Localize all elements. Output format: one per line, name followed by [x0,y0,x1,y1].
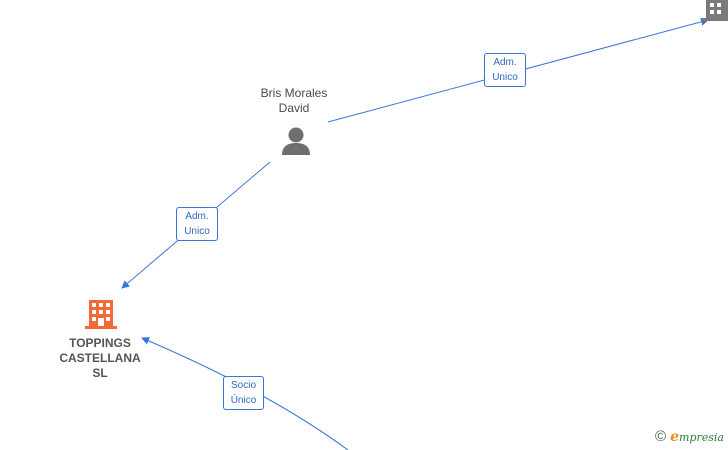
building-icon[interactable] [702,0,728,21]
edge-label-adm-unico-top: Adm. Unico [484,53,526,87]
edge-label-adm-unico-left: Adm. Unico [176,207,218,241]
person-name-line2: David [278,101,310,115]
edge-label-line2: Unico [492,72,518,83]
company-name[interactable]: TOPPINGS CASTELLANA SL [50,336,150,381]
copyright-icon: © [655,428,667,445]
edge-label-line2: Único [230,395,257,406]
company-name-line3: SL [92,366,108,380]
edge-label-line1: Socio [230,380,256,391]
empresia-credit: © empresia [655,428,724,445]
edge-label-socio-unico: Socio Único [223,376,264,410]
person-name[interactable]: Bris Morales David [246,86,342,116]
edge-label-line1: Adm. [185,211,209,222]
edge-label-line1: Adm. [493,57,517,68]
person-icon[interactable] [282,127,310,156]
empresia-logo-text: mpresia [679,430,724,444]
building-icon[interactable] [85,300,117,329]
empresia-logo: empresia [670,429,724,445]
company-name-line1: TOPPINGS [69,336,131,350]
company-name-line2: CASTELLANA [59,351,141,365]
empresia-logo-initial: e [670,428,680,445]
person-name-line1: Bris Morales [260,86,328,100]
edge-label-line2: Unico [184,226,210,237]
